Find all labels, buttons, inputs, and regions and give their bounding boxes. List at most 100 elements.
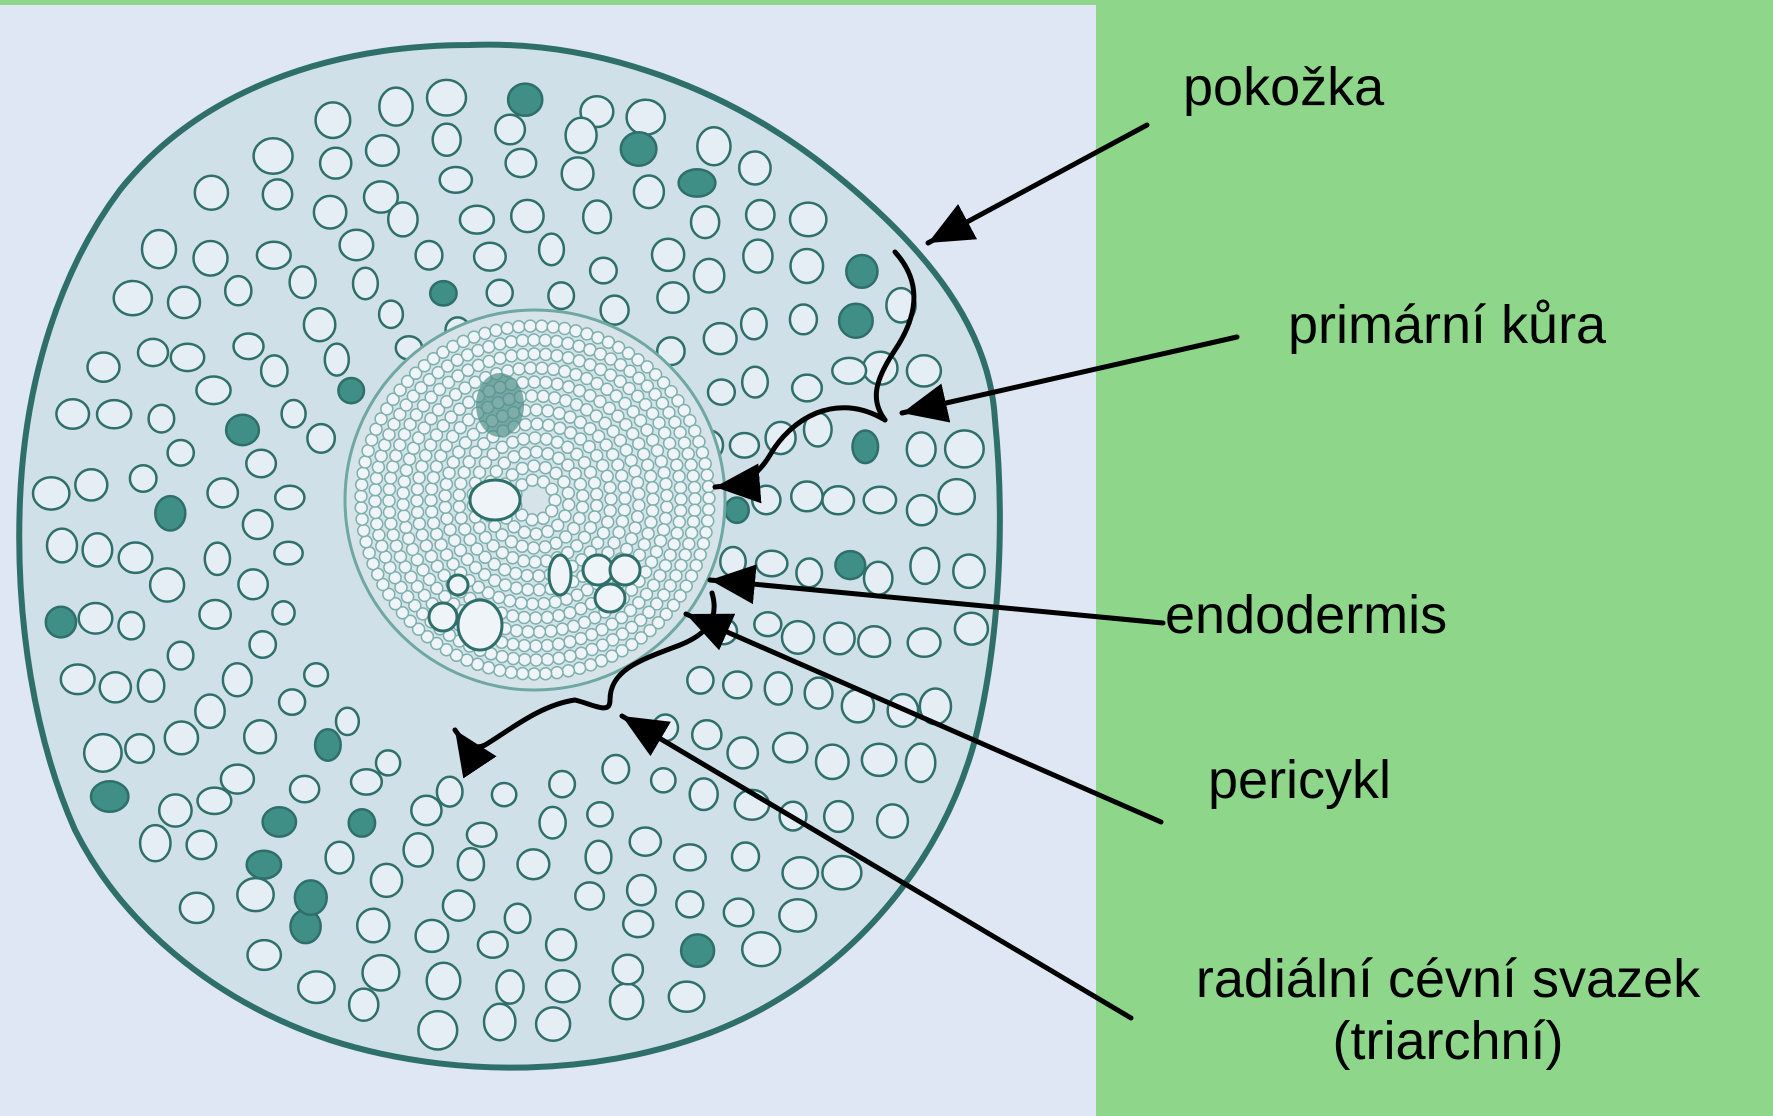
cortex-cell (511, 200, 543, 232)
stele-cell (598, 527, 610, 539)
stele-cell (605, 493, 617, 505)
stele-cell (629, 465, 641, 477)
cortex-cell (254, 138, 293, 173)
cortex-cell (416, 920, 449, 952)
cortex-cell (61, 665, 95, 695)
cortex-cell (195, 176, 228, 210)
cortex-cell (467, 823, 497, 847)
cortex-cell (687, 667, 713, 694)
cortex-cell (295, 880, 327, 914)
stele-cell (526, 390, 538, 402)
stele-cell (518, 640, 530, 652)
cortex-cell (349, 989, 378, 1021)
cortex-cell (221, 765, 254, 794)
stele-cell (647, 493, 659, 505)
top-green-strip (0, 0, 1773, 5)
cortex-cell (250, 631, 276, 658)
stele-cell (515, 597, 527, 609)
stele-cell (574, 478, 586, 490)
cortex-cell (376, 750, 400, 775)
cortex-cell (484, 1004, 515, 1040)
stele-cell (540, 377, 552, 389)
stele-cell (668, 448, 680, 460)
cortex-cell (187, 831, 217, 859)
stele-cell (528, 376, 540, 388)
stele-cell (542, 405, 554, 417)
xylem-vessel (458, 600, 502, 650)
stele-cell (528, 542, 540, 554)
stele-cell (536, 320, 548, 332)
stele-cell (522, 584, 534, 596)
cortex-cell (138, 670, 164, 702)
stele-cell (553, 638, 565, 650)
cortex-cell (338, 378, 364, 403)
stele-cell (536, 362, 548, 374)
stele-cell (413, 518, 425, 530)
stele-cell (496, 651, 508, 663)
cortex-cell (225, 276, 251, 305)
cortex-cell (858, 626, 890, 657)
stele-cell (559, 365, 571, 377)
stele-cell (519, 447, 531, 459)
cortex-cell (495, 115, 525, 145)
stele-cell (700, 526, 712, 538)
stele-cell (541, 640, 553, 652)
stele-cell (440, 478, 452, 490)
cortex-cell (546, 970, 580, 1002)
cortex-cell (816, 745, 849, 779)
stele-cell (359, 456, 371, 468)
cortex-cell (652, 239, 684, 271)
cortex-cell (140, 825, 170, 861)
stele-cell (356, 479, 368, 491)
cortex-cell (723, 672, 751, 699)
stele-cell (562, 665, 574, 677)
stele-cell (426, 506, 438, 518)
cortex-cell (282, 400, 306, 427)
stele-cell (425, 494, 437, 506)
stele-cell (604, 482, 616, 494)
stele-cell (699, 458, 711, 470)
stele-cell (541, 611, 553, 623)
cortex-cell (877, 804, 908, 837)
cortex-cell (679, 169, 716, 196)
cortex-cell (720, 547, 745, 576)
cortex-cell (783, 857, 818, 888)
stele-cell (427, 472, 439, 484)
stele-cell (372, 461, 384, 473)
cortex-cell (357, 909, 389, 943)
cortex-cell (168, 287, 200, 318)
stele-cell (531, 418, 543, 430)
stele-cell (696, 447, 708, 459)
stele-cell (540, 668, 552, 680)
stele-cell (671, 527, 683, 539)
stele-cell (357, 467, 369, 479)
cortex-cell (119, 543, 153, 573)
cortex-cell (47, 529, 77, 563)
stele-cell (689, 493, 701, 505)
cortex-cell (853, 431, 879, 464)
cortex-cell (743, 240, 772, 273)
cortex-cell (704, 323, 737, 354)
stele-cell (453, 501, 465, 513)
cortex-cell (168, 642, 194, 670)
stele-cell (547, 321, 559, 333)
stele-cell (658, 524, 670, 536)
cortex-cell (83, 533, 113, 566)
stele-cell (702, 515, 714, 527)
cortex-cell (822, 856, 861, 889)
stele-cell (675, 505, 687, 517)
cortex-cell (238, 569, 267, 599)
cortex-cell (708, 380, 735, 405)
stele-cell (542, 526, 554, 538)
stele-cell (494, 664, 506, 676)
cortex-cell (742, 367, 768, 398)
stele-cell (660, 513, 672, 525)
cortex-cell (315, 729, 341, 760)
stele-cell (383, 495, 395, 507)
cortex-cell (634, 176, 664, 209)
cortex-cell (100, 672, 131, 702)
cortex-cell (75, 469, 107, 500)
cortex-cell (939, 479, 975, 514)
stele-cell (551, 667, 563, 679)
cortex-cell (351, 769, 382, 794)
